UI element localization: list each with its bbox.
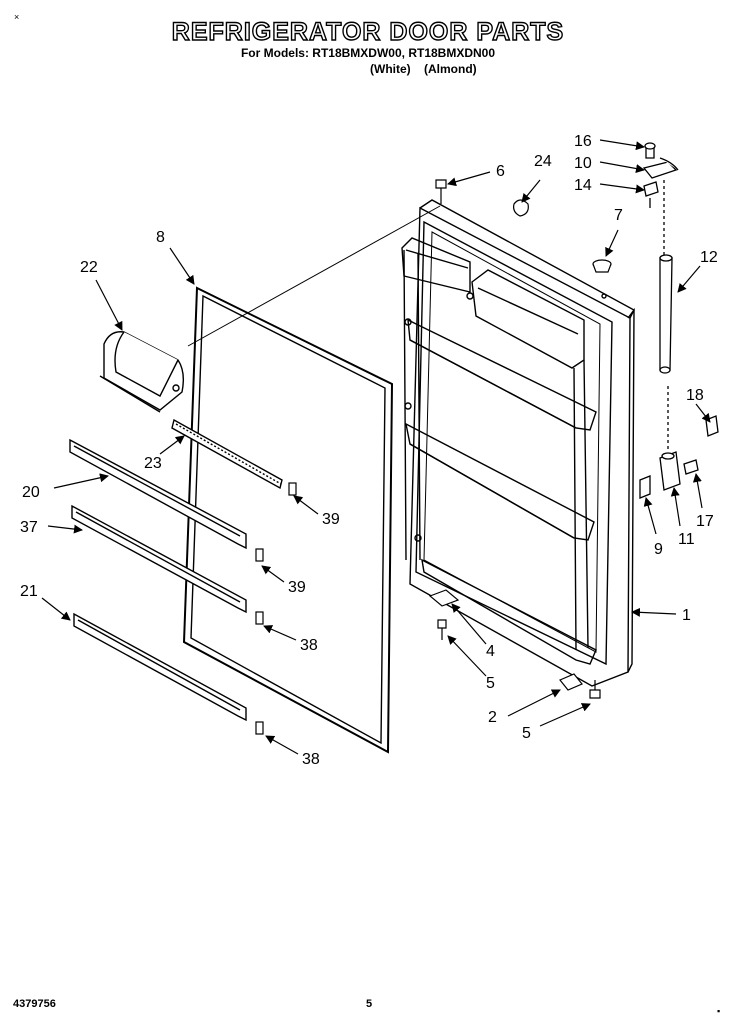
bar-end-caps (255, 482, 297, 735)
door-gasket (182, 286, 394, 754)
callout-leaders (41, 139, 711, 755)
callout-12: 12 (700, 249, 718, 266)
callout-11: 11 (678, 531, 695, 548)
callout-21: 21 (20, 583, 38, 600)
callout-labels: 16 10 14 6 24 7 8 22 12 18 23 20 39 37 3… (20, 133, 718, 768)
callout-37: 37 (20, 519, 38, 536)
cap-7 (592, 259, 612, 273)
callout-22: 22 (80, 259, 98, 276)
callout-2: 2 (488, 709, 497, 726)
leader-line-gasket (187, 205, 441, 347)
top-hinge-assembly (642, 142, 679, 256)
bottom-hinge-assembly (639, 386, 719, 499)
document-number: 4379756 (13, 998, 56, 1010)
screw-5-b (589, 680, 601, 699)
callout-20: 20 (22, 484, 40, 501)
shelf-bar-21 (73, 612, 247, 722)
door-stop-2 (559, 673, 583, 691)
callout-9: 9 (654, 541, 663, 558)
dairy-door-cover (99, 331, 185, 413)
models-line: For Models: RT18BMXDW00, RT18BMXDN00 (240, 46, 496, 60)
callout-38-b: 38 (302, 751, 320, 768)
shelf-bar-37 (71, 504, 247, 614)
screw-6 (435, 179, 447, 204)
bottom-hinge-plate-4 (428, 589, 460, 607)
page-number: 5 (366, 998, 373, 1010)
callout-4: 4 (486, 643, 495, 660)
callout-16: 16 (574, 133, 592, 150)
hinge-rod (659, 254, 673, 374)
shelf-bar-23 (171, 418, 283, 490)
callout-5-a: 5 (486, 675, 495, 692)
callout-23: 23 (144, 455, 162, 472)
callout-38-a: 38 (300, 637, 318, 654)
corner-mark-bottom-right: ▪ (717, 1006, 721, 1016)
callout-39-b: 39 (288, 579, 306, 596)
callout-5-b: 5 (522, 725, 531, 742)
corner-mark-top-left: × (14, 12, 20, 22)
door-assembly (401, 199, 635, 687)
callout-7: 7 (614, 207, 623, 224)
callout-18: 18 (686, 387, 704, 404)
callout-10: 10 (574, 155, 592, 172)
callout-1: 1 (682, 607, 691, 624)
plug-24 (513, 199, 529, 217)
callout-17: 17 (696, 513, 714, 530)
color-variants-line: (White) (Almond) (370, 62, 477, 76)
page-title: REFRIGERATOR DOOR PARTS (171, 17, 565, 46)
callout-14: 14 (574, 177, 592, 194)
callout-6: 6 (496, 163, 505, 180)
screw-5-a (437, 619, 447, 640)
callout-24: 24 (534, 153, 552, 170)
callout-39-a: 39 (322, 511, 340, 528)
callout-8: 8 (156, 229, 165, 246)
shelf-bar-20 (69, 438, 247, 550)
